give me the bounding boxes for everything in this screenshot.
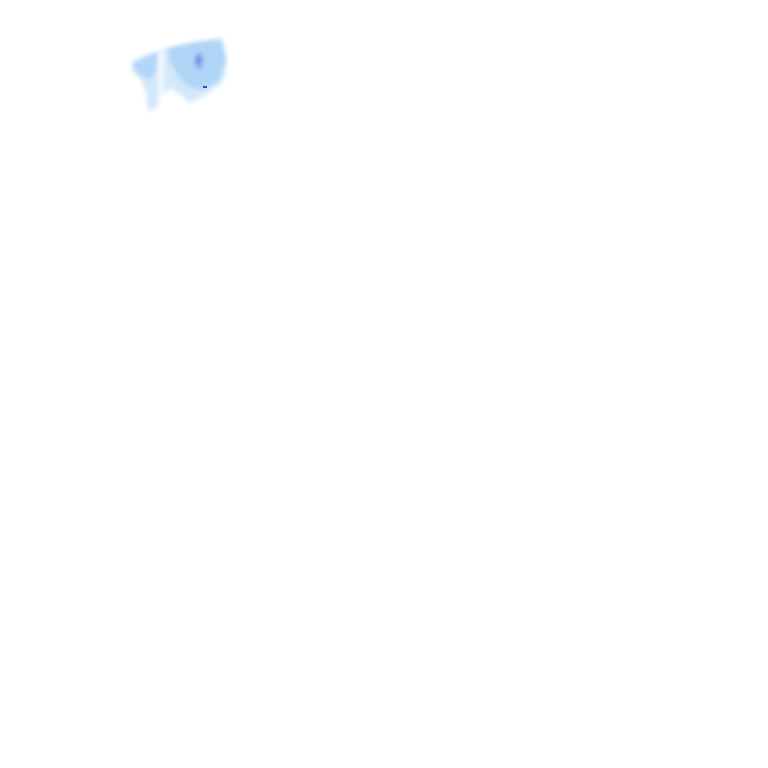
precip-cell (203, 86, 207, 88)
precipitation-area (132, 38, 227, 112)
precip-band-west (132, 52, 158, 80)
precip-core-inner (196, 56, 200, 64)
precip-gap (158, 52, 164, 102)
